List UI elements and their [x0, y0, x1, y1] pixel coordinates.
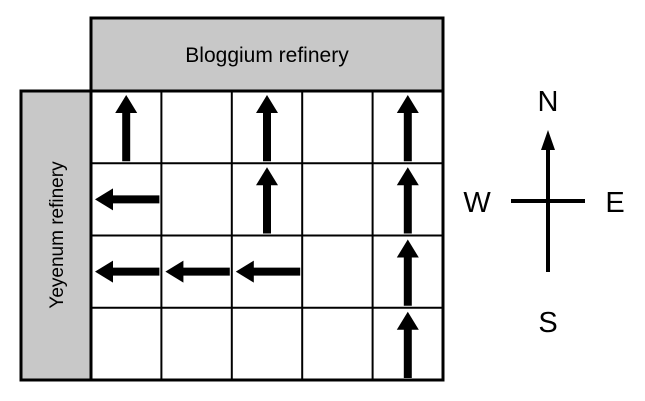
arrow-head: [235, 260, 254, 283]
flow-arrow-n: [115, 95, 138, 162]
flow-arrow-w: [235, 260, 301, 283]
flow-arrow-n: [396, 167, 419, 234]
bloggium-refinery-box: [89, 16, 445, 93]
flow-arrow-n: [396, 311, 419, 378]
flow-arrow-w: [95, 188, 160, 211]
compass-rose: N S W E: [463, 86, 624, 339]
yeyenum-refinery-label: Yeyenum refinery: [47, 161, 68, 309]
compass-east-label: E: [605, 187, 624, 219]
bloggium-refinery-label: Bloggium refinery: [185, 44, 349, 67]
flow-arrow-n: [396, 239, 419, 306]
flow-arrow-w: [165, 260, 230, 283]
arrow-head: [95, 260, 113, 283]
compass-north-arrowhead: [541, 130, 555, 150]
arrow-head: [396, 167, 419, 186]
flow-arrow-n: [256, 95, 278, 162]
compass-west-label: W: [463, 187, 491, 219]
arrow-head: [396, 239, 419, 258]
arrow-head: [396, 311, 419, 330]
flow-arrow-w: [95, 260, 160, 283]
arrow-head: [396, 95, 419, 113]
arrow-head: [256, 167, 278, 186]
yeyenum-refinery-box: [19, 89, 93, 382]
flow-arrow-n: [396, 95, 419, 162]
flow-arrow-n: [256, 167, 278, 234]
pipe-grid: [89, 89, 445, 382]
flow-arrows: [95, 95, 419, 378]
arrow-head: [165, 260, 184, 283]
compass-north-label: N: [538, 86, 559, 118]
arrow-head: [115, 95, 138, 113]
arrow-head: [256, 95, 278, 113]
compass-south-label: S: [538, 307, 557, 339]
arrow-head: [95, 188, 113, 211]
